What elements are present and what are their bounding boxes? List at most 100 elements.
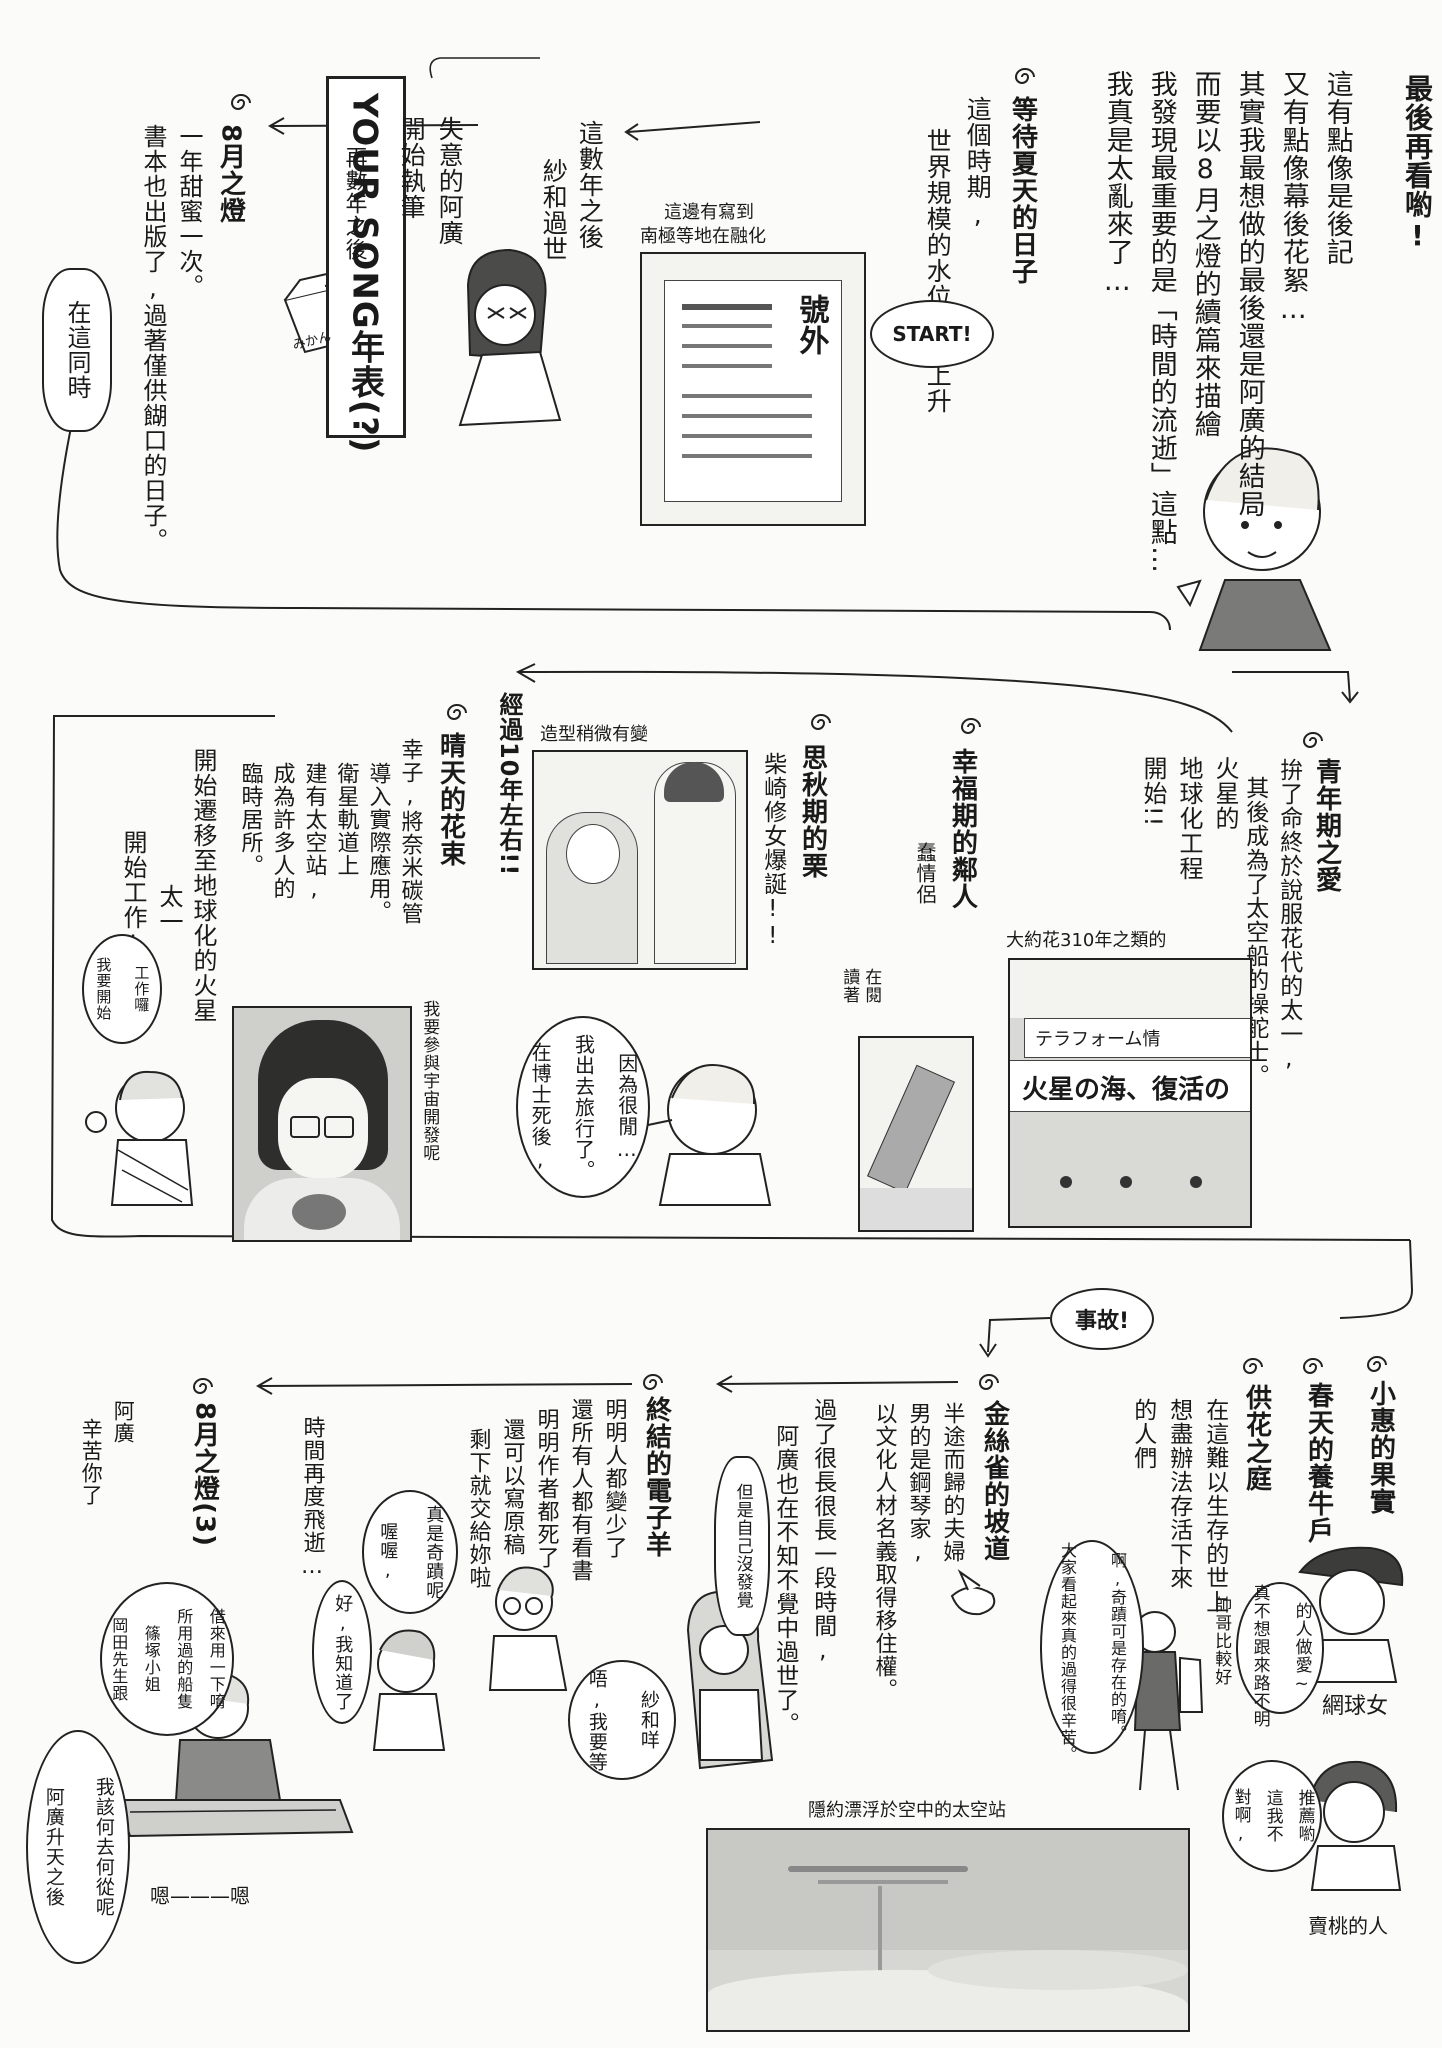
boat-bubble: 岡田先生跟 篠塚小姐 所用過的船隻 借來用一下唷 xyxy=(100,1582,234,1736)
event-summer-title: 等待夏天的日子 xyxy=(1007,96,1038,285)
start-bubble: START! xyxy=(870,300,994,368)
event-neighbor-sub: 蠢情侶 xyxy=(913,842,937,905)
august-3-line-0: 阿廣 xyxy=(111,1400,136,1444)
event-garden-title: 供花之庭 xyxy=(1241,1384,1272,1492)
event-writing-line-0: 失意的阿廣 xyxy=(435,116,465,246)
megumi-caption: 網球女 xyxy=(1322,1694,1389,1719)
passing-line-0: 過了很長很長一段時間, xyxy=(809,1398,836,1665)
station-caption: 隱約漂浮於空中的太空站 xyxy=(808,1800,1006,1821)
sheep-line-0: 明明人都變少了 xyxy=(601,1398,627,1559)
spiral-icon-5 xyxy=(808,712,834,734)
work-bubble: 我要開始 工作囉 xyxy=(82,934,162,1044)
newspaper-caption-1: 南極等地在融化 xyxy=(640,226,766,247)
glasses-caption: 我要參與宇宙開發呢 xyxy=(419,1000,440,1162)
meanwhile-bubble: 在這同時 xyxy=(42,268,112,432)
august-3-line-1: 辛苦你了 xyxy=(79,1418,104,1506)
intro-right: 最後再看喲! xyxy=(1401,74,1434,253)
spiral-icon-7 xyxy=(1364,1354,1390,1376)
spiral-icon-9 xyxy=(1240,1356,1266,1378)
event-summer-line-1: 世界規模的水位開始上升 xyxy=(923,128,953,414)
garden-line-0: 在這難以生存的世上 xyxy=(1201,1398,1228,1614)
newspaper-panel: 號外 xyxy=(640,252,866,526)
event-bouquet-title: 晴天的花束 xyxy=(435,732,466,867)
reading-panel xyxy=(858,1036,974,1232)
sheep-line-2: 明明作者都死了 xyxy=(533,1408,559,1569)
mars-sign-1: テラフォーム情 xyxy=(1035,1029,1161,1050)
megumi-bubble: 真不想跟來路不明 的人做愛~ xyxy=(1236,1582,1324,1728)
arrow-label-years: 再數年之後 xyxy=(341,146,367,261)
event-youth-line-0: 拚了命終於說服花代的太一, xyxy=(1275,758,1302,1073)
reading-caption-1: 讀著 xyxy=(839,968,860,1004)
event-august-line-0: 一年甜蜜一次。 xyxy=(175,124,203,299)
canary-line-1: 男的是鋼琴家, xyxy=(905,1402,931,1566)
event-canary-title: 金絲雀的坡道 xyxy=(979,1400,1010,1562)
spiral-icon-4 xyxy=(958,716,984,738)
glasses-woman-panel xyxy=(232,1006,412,1242)
after-bubble: 阿廣升天之後 我該何去何從呢 xyxy=(26,1730,130,1964)
spiral-icon-8 xyxy=(1300,1356,1326,1378)
mars-caption: 大約花310年之類的 xyxy=(1006,930,1167,951)
title-box: YOUR SONG年表(?) xyxy=(326,76,406,454)
sheep-line-3: 還可以寫原稿 xyxy=(499,1418,525,1556)
peach-caption: 賣桃的人 xyxy=(1308,1914,1388,1938)
canary-line-2: 以文化人材名義取得移住權。 xyxy=(871,1402,897,1701)
doctor-bubble: 在博士死後, 我出去旅行了。 因為很閒… xyxy=(516,1016,650,1198)
taichi-line-0: 開始遷移至地球化的火星 xyxy=(189,748,217,1023)
passing-line-1: 阿廣也在不知不覺中過世了。 xyxy=(771,1424,798,1736)
walker-bubble: 大家看起來真的過得很辛苦。 啊,奇蹟可是存在的唷。 xyxy=(1040,1540,1144,1763)
event-youth-title: 青年期之愛 xyxy=(1311,758,1342,893)
event-summer-line-0: 這個時期, xyxy=(963,96,993,230)
sheep-line-4: 剩下就交給妳啦 xyxy=(465,1428,491,1589)
event-megumi-title: 小惠的果實 xyxy=(1365,1380,1396,1515)
event-bouquet-line-1: 導入實際應用。 xyxy=(365,762,391,923)
peach-bubble: 對啊, 這我不 推薦喲 xyxy=(1222,1760,1322,1872)
doctor-panel xyxy=(532,750,748,970)
reading-caption-0: 在閱 xyxy=(861,968,882,1004)
spiral-icon-12 xyxy=(190,1376,216,1398)
passing-bubble: 但是自己沒發覺 xyxy=(714,1456,770,1636)
event-death-line-1: 紗和過世 xyxy=(539,158,569,262)
spiral-icon-2 xyxy=(228,92,254,114)
decade-label: 經過10年左右!! xyxy=(495,692,523,877)
news-headline: 號外 xyxy=(793,294,829,356)
mars-panel: テラフォーム情 火星の海、復活の xyxy=(1008,958,1252,1228)
event-sheep-title: 終結的電子羊 xyxy=(641,1396,672,1558)
spiral-icon-11 xyxy=(640,1372,666,1394)
garden-line-2: 的人們 xyxy=(1129,1398,1156,1470)
spiral-icon-3 xyxy=(1300,730,1326,752)
mars-line-0: 火星的 xyxy=(1211,756,1239,831)
doctor-caption: 造型稍微有變 xyxy=(540,724,648,745)
spiral-icon xyxy=(1012,66,1038,88)
event-chestnut-line: 柴崎修女爆誕!! xyxy=(759,752,786,950)
newspaper-caption-0: 這邊有寫到 xyxy=(664,202,754,223)
time-flow-again: 時間再度飛逝… xyxy=(299,1416,325,1580)
event-august-title: 8月之燈 xyxy=(215,124,246,225)
accident-bubble: 事故! xyxy=(1050,1288,1154,1350)
spiral-icon-10 xyxy=(976,1372,1002,1394)
event-death-line-0: 這數年之後 xyxy=(575,120,605,250)
sheep-line-1: 還所有人都有看書 xyxy=(567,1398,593,1582)
event-writing-line-1: 開始執筆 xyxy=(397,116,427,220)
megumi-bubble-2: 帥哥比較好 xyxy=(1211,1596,1232,1686)
station-panel xyxy=(706,1828,1190,2032)
mars-sign-2: 火星の海、復活の xyxy=(1022,1075,1231,1105)
event-neighbor-title: 幸福期的鄰人 xyxy=(947,748,978,910)
mars-line-2: 開始!! xyxy=(1139,756,1167,828)
event-bouquet-line-4: 成為許多人的 xyxy=(269,762,295,900)
waiting-bubble: 唔,我要等 紗和咩 xyxy=(568,1660,676,1780)
sound-effect: 嗯———嗯 xyxy=(150,1884,250,1908)
garden-line-1: 想盡辦法存活下來 xyxy=(1165,1398,1192,1590)
event-august-line-1: 書本也出版了,過著僅供餬口的日子。 xyxy=(139,124,167,553)
event-cattle-title: 春天的養牛戶 xyxy=(1303,1382,1334,1544)
miracle-bubble: 喔喔, 真是奇蹟呢 xyxy=(362,1490,458,1614)
taichi-line-1: 太一 xyxy=(155,884,183,934)
spiral-icon-6 xyxy=(444,702,470,724)
event-august-3-title: 8月之燈(3) xyxy=(189,1402,220,1547)
mars-line-1: 地球化工程 xyxy=(1175,756,1203,881)
canary-line-0: 半途而歸的夫婦 xyxy=(939,1402,965,1563)
event-chestnut-title: 思秋期的栗 xyxy=(797,744,828,879)
title-text: YOUR SONG年表(?) xyxy=(344,93,385,454)
event-bouquet-line-3: 建有太空站, xyxy=(301,762,327,903)
event-bouquet-line-5: 臨時居所。 xyxy=(237,762,263,877)
event-bouquet-line-0: 幸子,將奈米碳管 xyxy=(397,738,423,925)
